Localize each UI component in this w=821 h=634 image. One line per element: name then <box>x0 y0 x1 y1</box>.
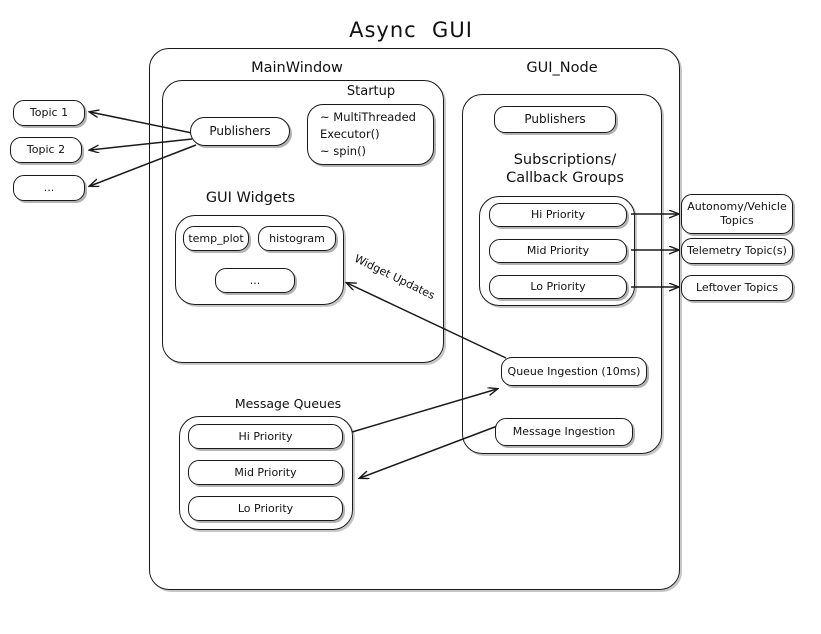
main-window-container <box>162 80 444 363</box>
message-queue-lo-priority[interactable]: Lo Priority <box>188 496 343 521</box>
main-window-publishers[interactable]: Publishers <box>190 117 290 146</box>
callback-group-mid-priority[interactable]: Mid Priority <box>489 239 627 263</box>
gui-node-title: GUI_Node <box>526 60 598 76</box>
callback-group-hi-priority[interactable]: Hi Priority <box>489 203 627 227</box>
callback-group-lo-priority[interactable]: Lo Priority <box>489 275 627 299</box>
startup-title: Startup <box>346 84 396 99</box>
widget-temp-plot[interactable]: temp_plot <box>183 226 249 251</box>
message-queue-hi-priority[interactable]: Hi Priority <box>188 424 343 449</box>
gui-node-publishers[interactable]: Publishers <box>494 106 616 133</box>
subscriptions-callback-groups-title: Subscriptions/ Callback Groups <box>506 152 624 186</box>
message-queues-container <box>179 416 353 530</box>
startup-items: ~ MultiThreaded Executor() ~ spin() <box>320 110 416 158</box>
startup-box[interactable]: ~ MultiThreaded Executor() ~ spin() <box>307 104 434 165</box>
telemetry-topics-box[interactable]: Telemetry Topic(s) <box>681 238 793 264</box>
message-queues-title: Message Queues <box>234 396 342 411</box>
message-queue-mid-priority[interactable]: Mid Priority <box>188 460 343 485</box>
widget-histogram[interactable]: histogram <box>258 226 336 251</box>
gui-widgets-container <box>175 215 344 305</box>
autonomy-vehicle-topics-box[interactable]: Autonomy/Vehicle Topics <box>681 194 793 234</box>
gui-widgets-title: GUI Widgets <box>205 190 296 206</box>
topic-box-2[interactable]: Topic 2 <box>10 137 82 163</box>
topic-box-more[interactable]: ... <box>13 175 85 201</box>
message-ingestion-box[interactable]: Message Ingestion <box>495 418 633 446</box>
queue-ingestion-box[interactable]: Queue Ingestion (10ms) <box>501 357 647 386</box>
gui-node-container <box>462 94 662 454</box>
main-window-title: MainWindow <box>251 60 343 76</box>
page-title: Async GUI <box>349 18 473 42</box>
callback-groups-container <box>479 196 635 306</box>
widget-more[interactable]: ... <box>215 268 295 293</box>
leftover-topics-box[interactable]: Leftover Topics <box>681 275 793 301</box>
async-gui-outer-container <box>149 48 680 590</box>
topic-box-1[interactable]: Topic 1 <box>13 100 85 126</box>
